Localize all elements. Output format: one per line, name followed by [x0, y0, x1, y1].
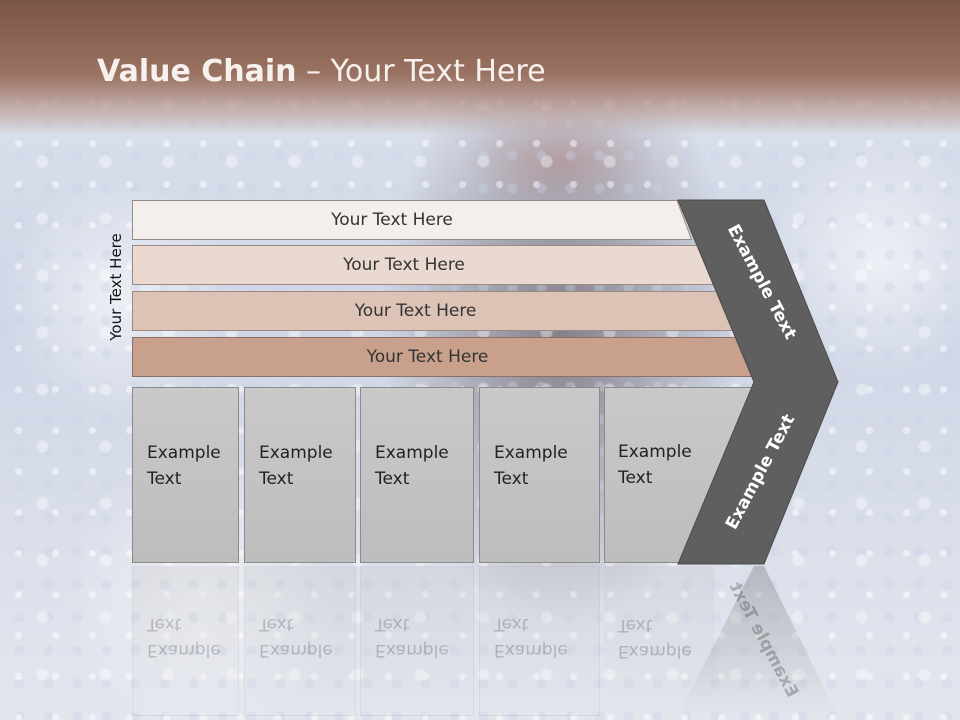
- row-3-label: Your Text Here: [354, 301, 477, 321]
- box-1-line2: Text: [147, 469, 182, 489]
- box-2-line1: Example: [259, 443, 333, 463]
- box-2-line2: Text: [259, 469, 294, 489]
- activity-box-2: Example Text: [244, 387, 356, 563]
- activity-box-3: Example Text: [360, 387, 474, 563]
- box-1-reflection-line2: Text: [147, 614, 182, 634]
- row-1-label: Your Text Here: [331, 210, 453, 230]
- box-4-line1: Example: [494, 443, 568, 463]
- activity-box-4: Example Text: [479, 387, 600, 563]
- title-bold: Value Chain: [97, 54, 297, 89]
- box-3-reflection-line1: Example: [375, 640, 449, 660]
- box-2-reflection: Example Text: [244, 566, 356, 716]
- box-1-line1: Example: [147, 443, 221, 463]
- row-2: Your Text Here: [132, 245, 716, 285]
- row-4-label: Your Text Here: [366, 347, 489, 367]
- box-5-line1: Example: [618, 442, 692, 462]
- box-3-reflection-line2: Text: [375, 614, 410, 634]
- activity-box-1: Example Text: [132, 387, 239, 563]
- box-1-reflection-line1: Example: [147, 640, 221, 660]
- row-1-shape: [132, 200, 692, 240]
- row-4: Your Text Here: [132, 337, 763, 377]
- box-5-line2: Text: [618, 468, 653, 488]
- box-2-reflection-line2: Text: [259, 614, 294, 634]
- box-4-reflection: Example Text: [479, 566, 600, 716]
- row-2-label: Your Text Here: [343, 255, 465, 275]
- box-3-reflection: Example Text: [360, 566, 474, 716]
- box-4-line2: Text: [494, 469, 529, 489]
- activity-box-5: Example Text: [604, 387, 764, 563]
- row-3: Your Text Here: [132, 291, 739, 331]
- row-1: Your Text Here: [132, 200, 692, 240]
- side-label: Your Text Here: [107, 233, 125, 341]
- value-chevron-reflection: [678, 566, 838, 716]
- title-band: [0, 0, 960, 135]
- page-title: Value Chain – Your Text Here: [97, 54, 546, 89]
- box-3-line2: Text: [375, 469, 410, 489]
- box-4-reflection-line2: Text: [494, 614, 529, 634]
- value-chevron: [677, 199, 839, 565]
- box-4-reflection-line1: Example: [494, 640, 568, 660]
- box-3-line1: Example: [375, 443, 449, 463]
- box-2-reflection-line1: Example: [259, 640, 333, 660]
- box-1-reflection: Example Text: [132, 566, 239, 716]
- title-rest: – Your Text Here: [296, 54, 546, 89]
